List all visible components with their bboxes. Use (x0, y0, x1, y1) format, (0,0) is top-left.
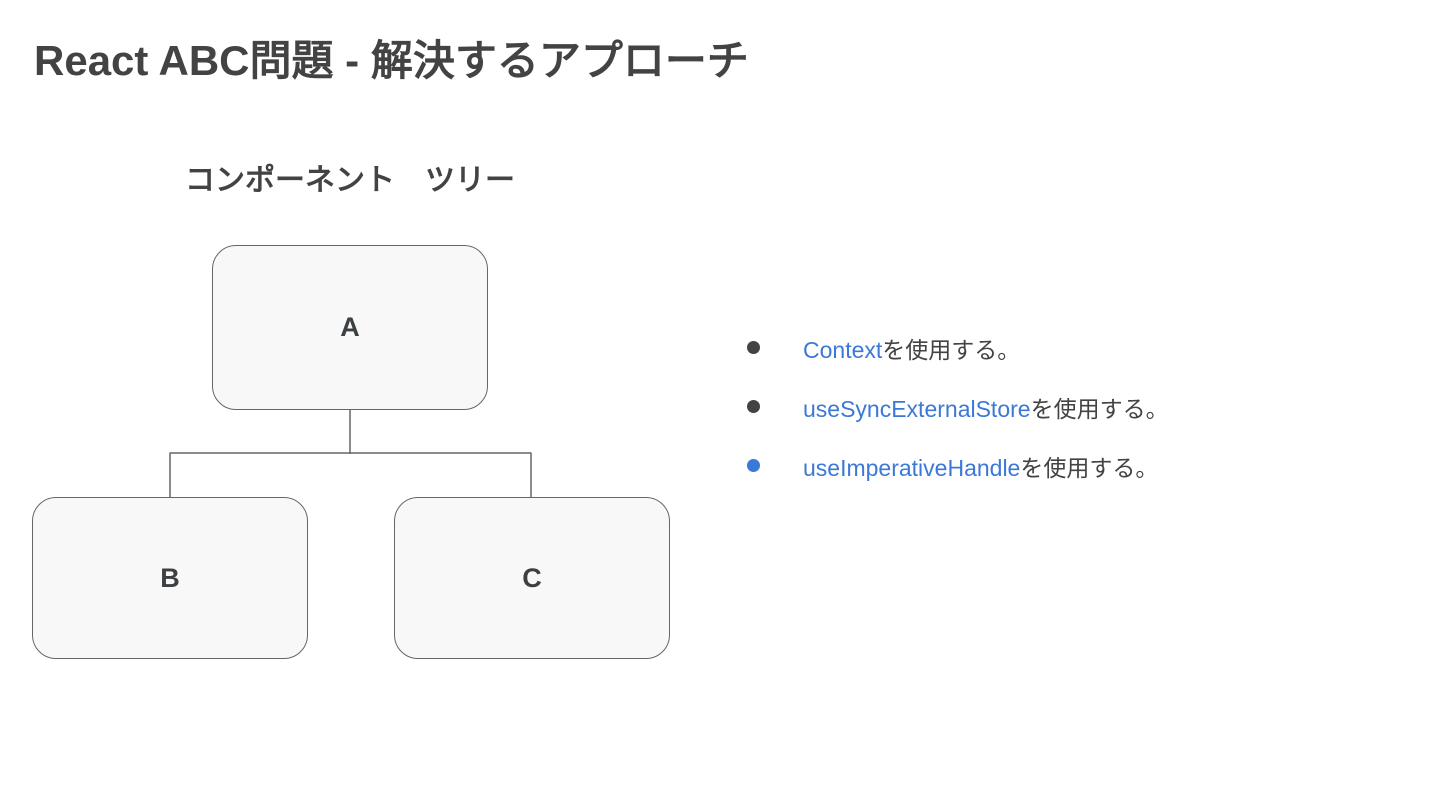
tree-node-a-label: A (340, 312, 360, 342)
approach-text: useSyncExternalStoreを使用する。 (803, 390, 1169, 424)
approach-list: Contextを使用する。 useSyncExternalStoreを使用する。… (747, 318, 1169, 495)
tree-node-b-label: B (160, 562, 180, 593)
tree-node-c-label: C (522, 562, 542, 593)
bullet-dot (747, 400, 760, 413)
bullet-dot (747, 341, 760, 354)
approach-text: useImperativeHandleを使用する。 (803, 449, 1158, 483)
tree-node-b: B (32, 497, 308, 659)
list-item: Contextを使用する。 (747, 318, 1169, 377)
approach-suffix: を使用する。 (1030, 395, 1169, 422)
link-useimperativehandle[interactable]: useImperativeHandle (803, 454, 1021, 481)
link-usesyncexternalstore[interactable]: useSyncExternalStore (803, 395, 1031, 422)
link-context[interactable]: Context (803, 336, 883, 363)
list-item: useSyncExternalStoreを使用する。 (747, 377, 1169, 436)
slide-title: React ABC問題 - 解決するアプローチ (34, 37, 749, 84)
tree-node-c: C (394, 497, 670, 659)
bullet-dot (747, 459, 760, 472)
diagram-caption: コンポーネント ツリー (185, 164, 515, 197)
list-item: useImperativeHandleを使用する。 (747, 436, 1169, 495)
approach-text: Contextを使用する。 (803, 331, 1020, 365)
approach-suffix: を使用する。 (882, 336, 1021, 363)
tree-node-a: A (212, 245, 488, 410)
approach-suffix: を使用する。 (1020, 454, 1159, 481)
